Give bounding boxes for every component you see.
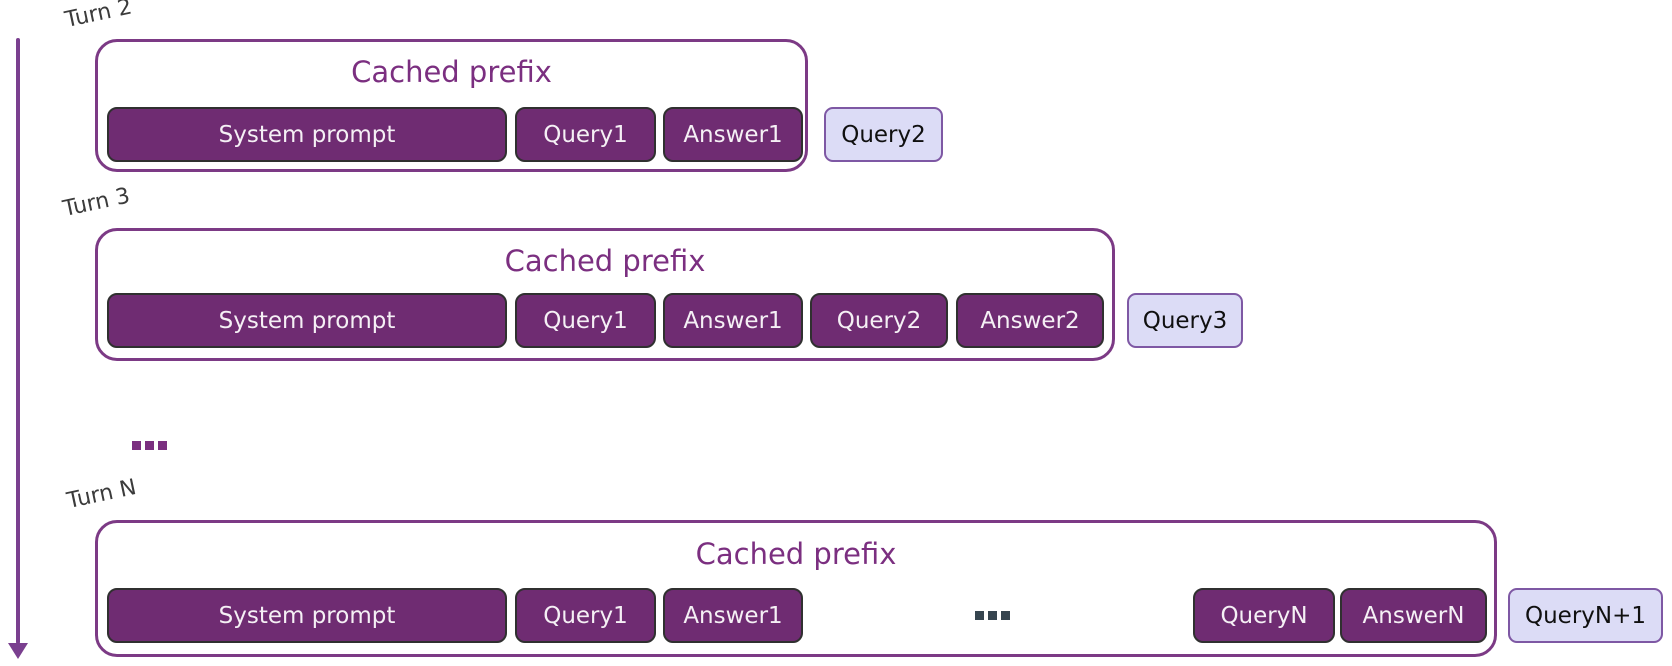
token-box-queryn: QueryN (1193, 588, 1335, 643)
cached-prefix-container-turn-2: Cached prefix System prompt Query1 Answe… (95, 39, 808, 172)
token-box-system-prompt: System prompt (107, 107, 507, 162)
cached-prefix-container-turn-3: Cached prefix System prompt Query1 Answe… (95, 228, 1115, 361)
token-box-answer2: Answer2 (956, 293, 1104, 348)
token-box-answer1: Answer1 (663, 107, 803, 162)
token-box-answern: AnswerN (1340, 588, 1487, 643)
turn-2-label: Turn 2 (62, 0, 135, 34)
token-box-query1: Query1 (515, 293, 656, 348)
new-query-box-queryn-plus-1: QueryN+1 (1508, 588, 1663, 643)
cached-prefix-container-turn-n: Cached prefix System prompt Query1 Answe… (95, 520, 1497, 657)
token-box-query2: Query2 (810, 293, 948, 348)
token-box-answer1: Answer1 (663, 293, 803, 348)
token-box-system-prompt: System prompt (107, 293, 507, 348)
turn-3-label: Turn 3 (60, 183, 133, 222)
token-box-query1: Query1 (515, 107, 656, 162)
turn-n-label: Turn N (64, 474, 139, 514)
cached-prefix-title-turn-3: Cached prefix (504, 244, 706, 278)
new-query-box-query2: Query2 (824, 107, 943, 162)
between-turns-ellipsis-icon (132, 441, 167, 450)
cached-turns-ellipsis-icon (975, 611, 1010, 620)
token-box-system-prompt: System prompt (107, 588, 507, 643)
cached-prefix-title-turn-n: Cached prefix (695, 537, 897, 571)
token-box-answer1: Answer1 (663, 588, 803, 643)
cached-prefix-title-turn-2: Cached prefix (351, 55, 552, 89)
token-box-query1: Query1 (515, 588, 656, 643)
new-query-box-query3: Query3 (1127, 293, 1243, 348)
timeline-arrow-shaft (16, 38, 20, 644)
timeline-arrow-head-icon (8, 643, 28, 659)
